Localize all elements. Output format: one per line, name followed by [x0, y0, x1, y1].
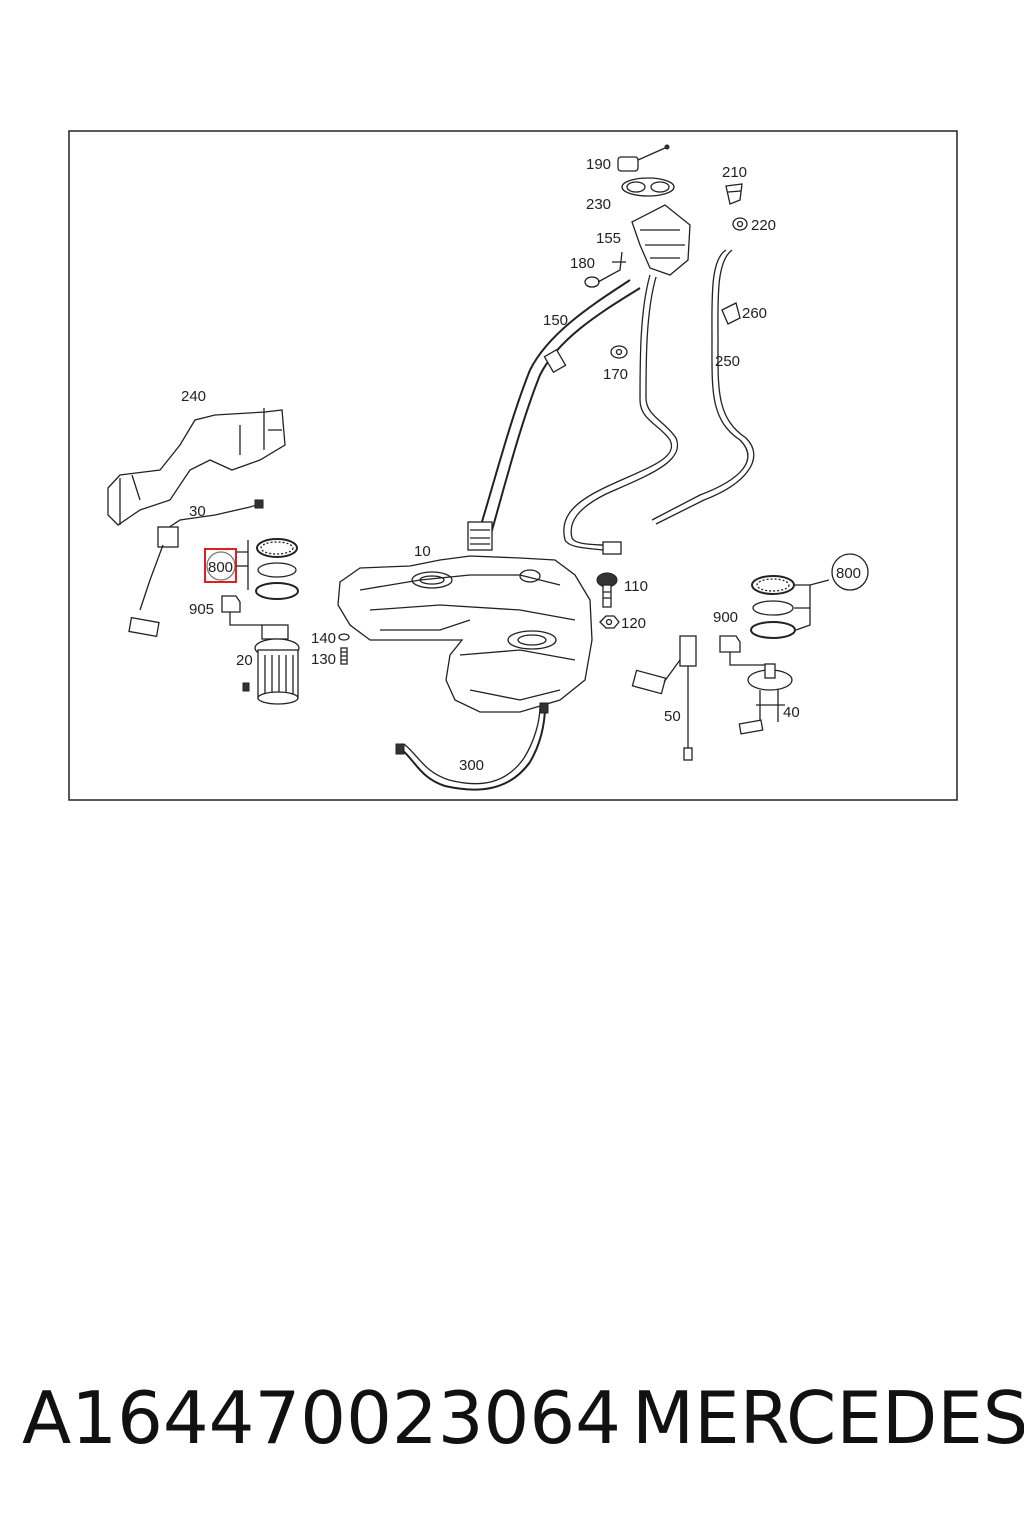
vent-line	[651, 249, 749, 521]
fuel-tank	[337, 555, 593, 713]
callout-150: 150	[543, 312, 568, 329]
level-sender-50	[631, 635, 697, 761]
seal-rings-left	[236, 538, 299, 600]
nut-120	[599, 615, 620, 629]
callout-30: 30	[189, 503, 206, 520]
bolt-130	[338, 633, 350, 665]
fuel-pump-40	[738, 663, 793, 735]
callout-210: 210	[722, 164, 747, 181]
footer: A164470023064 MERCEDES	[0, 1368, 1024, 1478]
nut-220	[732, 217, 748, 231]
breather-line	[563, 274, 673, 553]
callout-50: 50	[664, 708, 681, 725]
callout-170: 170	[603, 366, 628, 383]
grommet-170	[610, 345, 628, 359]
callout-110: 110	[624, 578, 648, 595]
callout-800-left: 800	[208, 559, 233, 576]
tank-strap-300	[395, 702, 549, 791]
filler-neck-hose	[467, 279, 641, 551]
callout-190: 190	[586, 156, 611, 173]
breather-line-outer	[570, 276, 679, 547]
seal-rings-right	[750, 575, 830, 639]
cap-210	[725, 183, 743, 205]
callout-905: 905	[189, 601, 214, 618]
callout-220: 220	[751, 217, 776, 234]
callout-260: 260	[742, 305, 767, 322]
callout-300: 300	[459, 757, 484, 774]
callout-900: 900	[713, 609, 738, 626]
callout-130: 130	[311, 651, 336, 668]
callout-140: 140	[311, 630, 336, 647]
callout-40: 40	[783, 704, 800, 721]
brand-name: MERCEDES	[632, 1376, 1024, 1460]
part-number: A164470023064	[22, 1376, 621, 1460]
breather-connector	[602, 541, 622, 555]
callout-240: 240	[181, 388, 206, 405]
callout-155: 155	[596, 230, 621, 247]
clip-260	[721, 302, 741, 325]
callout-120: 120	[621, 615, 646, 632]
callout-230: 230	[586, 196, 611, 213]
sensor-symbol-905	[221, 595, 262, 626]
bracket-180	[584, 251, 626, 288]
drain-plug-110	[596, 572, 618, 608]
callout-250: 250	[715, 353, 740, 370]
vent-line-outer	[655, 249, 755, 525]
sensor-symbol-900	[719, 635, 772, 666]
heat-shield	[107, 408, 286, 526]
fuel-pump-20	[242, 624, 300, 705]
callout-circle-800-right	[831, 553, 869, 591]
callout-800-right: 800	[836, 565, 861, 582]
callout-10: 10	[414, 543, 431, 560]
callout-180: 180	[570, 255, 595, 272]
callout-20: 20	[236, 652, 253, 669]
filler-neck-head	[617, 144, 691, 276]
level-sender-30	[128, 499, 264, 638]
